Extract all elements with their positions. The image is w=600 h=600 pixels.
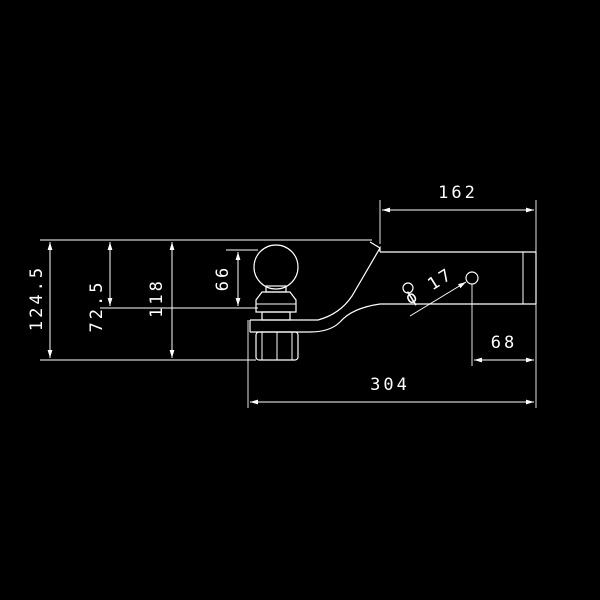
dim-304: 304 [370, 375, 410, 395]
dimension-lines [47, 207, 534, 405]
dim-68: 68 [491, 333, 517, 353]
dim-66: 66 [213, 265, 233, 291]
dim-72-5: 72.5 [87, 280, 107, 333]
dim-162: 162 [438, 183, 478, 203]
dim-hole-diameter: ϕ 17 [402, 264, 458, 309]
dim-118: 118 [147, 278, 167, 318]
hitch-ball [253, 244, 299, 361]
dim-124-5: 124.5 [27, 265, 47, 331]
extension-lines [40, 200, 537, 408]
hitch-shank [249, 241, 537, 333]
